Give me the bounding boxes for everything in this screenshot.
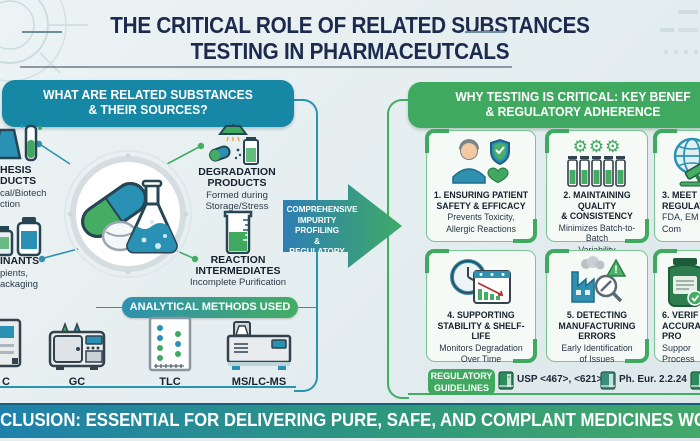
reaction-intermediates-icon xyxy=(223,210,253,254)
benefit-card-patient-safety: 1. ENSURING PATIENT SAFETY & EFFICACY Pr… xyxy=(425,129,537,243)
right-panel-header: WHY TESTING IS CRITICAL: KEY BENEF & REG… xyxy=(408,82,700,128)
analytical-methods-header: ANALYTICAL METHODS USED xyxy=(122,297,298,318)
contaminants-sub-line1: pients, xyxy=(0,268,28,279)
right-panel-header-line2: & REGULATORY ADHERENCE xyxy=(485,105,661,119)
patient-safety-icon xyxy=(427,134,535,190)
benefit-card-quality: ⚙⚙⚙ 2. MAINTAINING QUALITY & CO xyxy=(545,129,649,255)
conclusion-banner: NCLUSION: ESSENTIAL FOR DELIVERING PURE,… xyxy=(0,403,700,438)
book-icon-third xyxy=(690,371,700,390)
gc-instrument-icon xyxy=(48,322,106,370)
right-panel-frame xyxy=(387,99,409,399)
tlc-label: TLC xyxy=(159,376,181,388)
degradation-label-line2: PRODUCTS xyxy=(207,177,267,189)
synthesis-sub-line1: cal/Biotech xyxy=(0,188,47,199)
pill-line-right xyxy=(298,306,316,308)
tlc-instrument-icon xyxy=(148,316,192,372)
benefit-card-regulatory: 3. MEET REGULATO FDA, EM Com xyxy=(653,129,700,242)
synthesis-label-line2: DUCTS xyxy=(0,175,37,187)
source-connector-lines xyxy=(35,140,205,263)
left-panel-header-line2: & THEIR SOURCES? xyxy=(88,103,208,117)
clock-calendar-icon xyxy=(427,254,535,310)
degradation-label-line1: DEGRADATION xyxy=(198,166,276,178)
factory-warning-magnifier-icon: ! xyxy=(547,254,647,310)
regulatory-guidelines-badge: REGULATORY GUIDELINES xyxy=(428,369,495,395)
book-icon-pheur xyxy=(600,371,616,390)
medicine-jar-icon xyxy=(655,254,700,310)
pill-line-left xyxy=(96,306,122,308)
title-dash-right xyxy=(465,31,505,33)
hplc-instrument-icon xyxy=(0,318,22,368)
main-title-line2: TESTING IN PHARMACEUTCALS xyxy=(190,38,510,64)
right-panel-header-line1: WHY TESTING IS CRITICAL: KEY BENEF xyxy=(455,90,691,104)
right-panel-frame-bottom xyxy=(408,392,700,395)
svg-text:!: ! xyxy=(614,264,618,276)
ms-label: MS/LC-MS xyxy=(231,376,287,388)
ms-instrument-icon xyxy=(226,321,292,370)
reaction-label-line1: REACTION xyxy=(210,254,266,266)
reaction-label-line2: INTERMEDIATES xyxy=(195,265,281,277)
contaminants-icon xyxy=(0,217,42,257)
title-dash-left xyxy=(22,31,62,33)
left-panel-frame-bottom xyxy=(0,385,296,388)
circuit-decoration-top-right xyxy=(660,10,698,54)
usp-reference: USP <467>, <621> xyxy=(517,374,603,385)
benefit-card-stability: 4. SUPPORTING STABILITY & SHELF-LIFE Mon… xyxy=(425,249,537,364)
benefit-card-errors: ! 5. DETECTING MANUFACTURING ERRORS Earl… xyxy=(545,249,649,364)
degradation-products-icon xyxy=(209,124,259,165)
globe-gavel-icon xyxy=(655,134,700,190)
capsule-flask-illustration xyxy=(64,150,192,278)
synthesis-label-line1: HESIS xyxy=(0,164,32,176)
left-panel-header-line1: WHAT ARE RELATED SUBSTANCES xyxy=(43,88,253,102)
hplc-label: C xyxy=(2,376,10,388)
synthesis-sub-line2: ction xyxy=(0,199,21,210)
gc-label: GC xyxy=(68,376,86,388)
contaminants-sub-line2: ackaging xyxy=(0,279,39,290)
benefit-card-verification: 6. VERIF ACCURACY PRO Suppor Process xyxy=(653,249,700,364)
contaminants-label-line1: INANTS xyxy=(0,255,40,267)
gears-vials-icon: ⚙⚙⚙ xyxy=(547,134,647,190)
degradation-sub-line1: Formed during xyxy=(206,190,268,201)
title-underline xyxy=(20,66,512,68)
left-panel-header: WHAT ARE RELATED SUBSTANCES & THEIR SOUR… xyxy=(2,80,294,127)
main-title-line1: THE CRITICAL ROLE OF RELATED SUBSTANCES xyxy=(110,12,590,38)
synthesis-byproducts-icon xyxy=(0,124,42,162)
reaction-sub-line1: Incomplete Purification xyxy=(189,277,287,288)
book-icon-usp xyxy=(498,371,514,390)
pheur-reference: Ph. Eur. 2.2.24 xyxy=(619,374,687,385)
degradation-sub-line2: Storage/Stress xyxy=(205,201,269,212)
conclusion-text: NCLUSION: ESSENTIAL FOR DELIVERING PURE,… xyxy=(0,410,700,430)
